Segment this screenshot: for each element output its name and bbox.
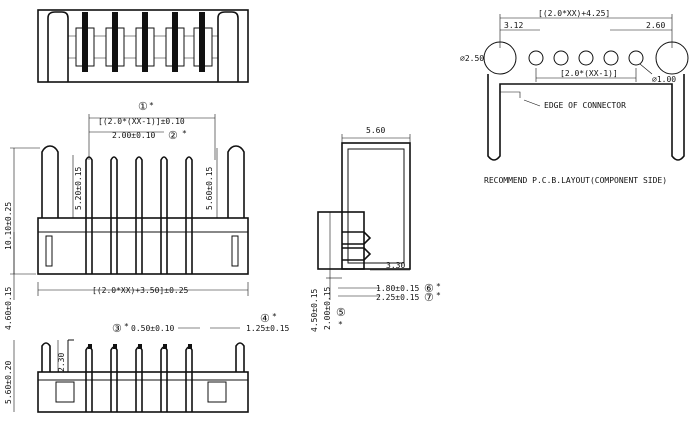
pcb-caption: RECOMMEND P.C.B.LAYOUT(COMPONENT SIDE): [484, 176, 667, 185]
right-offset: 2.60: [646, 21, 665, 30]
pin-offset-2-star: *: [436, 291, 441, 300]
pin-offset-1: 1.80±0.15: [376, 284, 420, 293]
overall-pitch: [(2.0*XX)+4.25]: [538, 9, 610, 18]
pitch-star: *: [149, 101, 154, 110]
bottom-view: [13, 327, 249, 413]
side-height-2-star: *: [338, 320, 343, 329]
side-height-1: 4.50±0.15: [310, 288, 319, 332]
side-height-2-marker: ⑤: [336, 306, 346, 319]
latch-depth: 3.30: [386, 261, 405, 270]
tab-star: *: [272, 312, 277, 321]
pin-offset-2-marker: ⑦: [424, 291, 434, 304]
pin-spacing-marker: ②: [168, 129, 178, 142]
pin-spacing-star: *: [182, 129, 187, 138]
overall-width: [(2.0*XX)+3.50]±0.25: [92, 286, 189, 295]
pitch-marker: ①: [138, 100, 148, 113]
left-offset: 3.12: [504, 21, 523, 30]
side-view: [317, 134, 411, 300]
edge-of-connector-label: EDGE OF CONNECTOR: [544, 101, 626, 110]
top-view: [37, 9, 249, 83]
pin-spacing: 2.00±0.10: [112, 131, 156, 140]
bottom-depth: 5.60±0.20: [4, 360, 13, 404]
pin-width-star: *: [124, 322, 129, 331]
total-height: 10.10±0.25: [4, 202, 13, 250]
left-height: 5.20±0.15: [74, 166, 83, 210]
pin-width: 0.50±0.10: [131, 324, 175, 333]
pitch-note: [(2.0*(XX-1)]±0.10: [98, 117, 185, 126]
front-pins: [85, 156, 193, 274]
base-height: 4.60±0.15: [4, 286, 13, 330]
pin-offset-2: 2.25±0.15: [376, 293, 420, 302]
pin-width-marker: ③: [112, 322, 122, 335]
right-height: 5.60±0.15: [205, 166, 214, 210]
pin-offset-1-marker: ⑥: [424, 282, 434, 295]
tab-width: 1.25±0.15: [246, 324, 290, 333]
front-view: [10, 114, 249, 300]
tab-marker: ④: [260, 312, 270, 325]
pcb-layout: [483, 14, 689, 161]
hole-pitch: [2.0*(XX-1)]: [560, 69, 618, 78]
side-height-2: 2.00±0.15: [323, 286, 332, 330]
top-width: 5.60: [366, 126, 385, 135]
tab-depth: 2.30: [57, 353, 66, 372]
large-hole-dia: ∅2.50: [460, 54, 484, 63]
pin-offset-1-star: *: [436, 282, 441, 291]
small-hole-dia: ∅1.00: [652, 75, 676, 84]
